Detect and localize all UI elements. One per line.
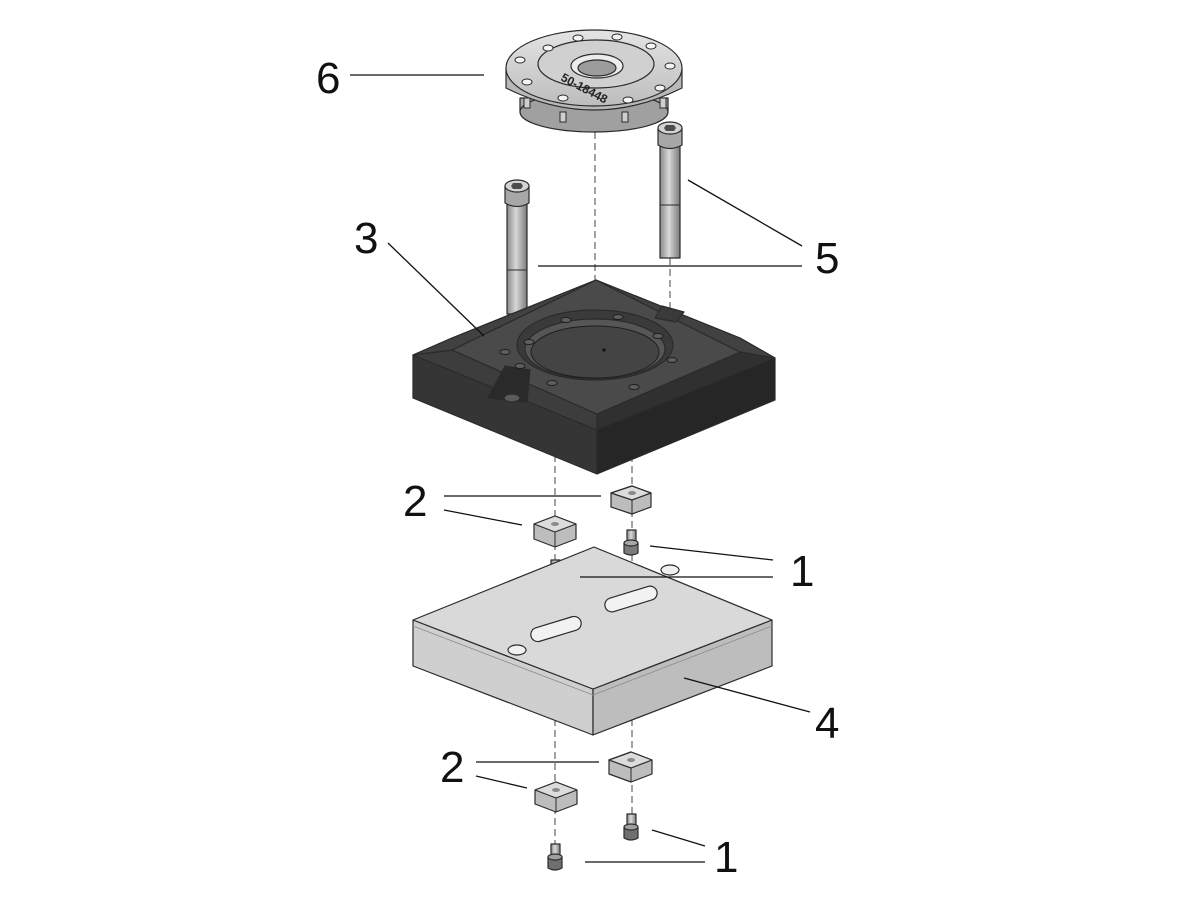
part-2-nut-lower-right — [608, 751, 653, 783]
part-5-long-screw-left — [504, 179, 530, 315]
leader-4 — [683, 677, 811, 713]
assembly-axes — [516, 132, 671, 848]
part-5-long-screw-right — [657, 121, 683, 259]
part-1-screw-lower-left — [547, 843, 563, 871]
leader-1-lower-a — [651, 829, 706, 847]
callout-4: 4 — [815, 699, 839, 748]
callout-labels: 6 3 5 2 1 4 2 1 — [316, 54, 839, 882]
callout-6: 6 — [316, 54, 340, 103]
callout-1-lower: 1 — [714, 833, 738, 882]
leader-3 — [387, 242, 485, 337]
leader-2-upper-b — [443, 509, 523, 526]
callout-2-upper: 2 — [403, 477, 427, 526]
part-1-screw-lower-right — [623, 813, 639, 841]
part-4-sub-plate — [412, 546, 773, 736]
leader-lines — [350, 74, 811, 863]
leader-1-upper-a — [649, 545, 774, 561]
part-2-nut-upper-left — [533, 515, 577, 548]
leader-5-right — [687, 179, 803, 247]
part-3-dark-block — [412, 279, 776, 475]
callout-3: 3 — [354, 214, 378, 263]
callout-2-lower: 2 — [440, 743, 464, 792]
leader-2-lower-b — [475, 775, 528, 789]
part-1-screw-upper-right — [623, 529, 639, 556]
part-2-nut-lower-left — [534, 781, 578, 813]
callout-5: 5 — [815, 234, 839, 283]
part-2-nut-upper-right — [610, 485, 652, 515]
part-6-flange: 50-18448 — [505, 29, 683, 133]
callout-1-upper: 1 — [790, 547, 814, 596]
